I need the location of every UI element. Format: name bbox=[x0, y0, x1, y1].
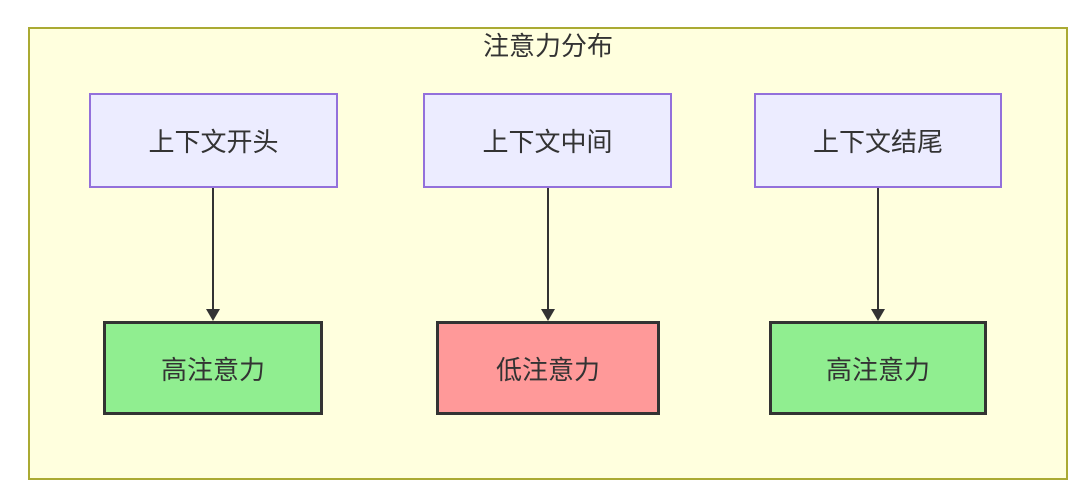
node-label: 低注意力 bbox=[495, 354, 600, 385]
arrowhead-down-icon bbox=[206, 309, 220, 321]
edge-line bbox=[547, 188, 549, 309]
arrowhead-down-icon bbox=[541, 309, 555, 321]
node-low-attention-middle: 低注意力 bbox=[436, 321, 660, 415]
edge-middle-to-low-attention bbox=[541, 188, 555, 321]
node-high-attention-start: 高注意力 bbox=[103, 321, 323, 415]
node-label: 高注意力 bbox=[825, 354, 930, 385]
node-label: 上下文结尾 bbox=[812, 127, 943, 157]
edge-line bbox=[212, 188, 214, 309]
cluster-title: 注意力分布 bbox=[482, 31, 613, 61]
node-context-start: 上下文开头 bbox=[89, 93, 338, 188]
edge-start-to-high-attention bbox=[206, 188, 220, 321]
node-high-attention-end: 高注意力 bbox=[769, 321, 987, 415]
node-label: 上下文中间 bbox=[482, 127, 613, 157]
node-context-middle: 上下文中间 bbox=[423, 93, 672, 188]
edge-line bbox=[877, 188, 879, 309]
node-label: 高注意力 bbox=[160, 354, 265, 385]
node-label: 上下文开头 bbox=[148, 127, 279, 157]
arrowhead-down-icon bbox=[871, 309, 885, 321]
node-context-end: 上下文结尾 bbox=[754, 93, 1002, 188]
edge-end-to-high-attention bbox=[871, 188, 885, 321]
